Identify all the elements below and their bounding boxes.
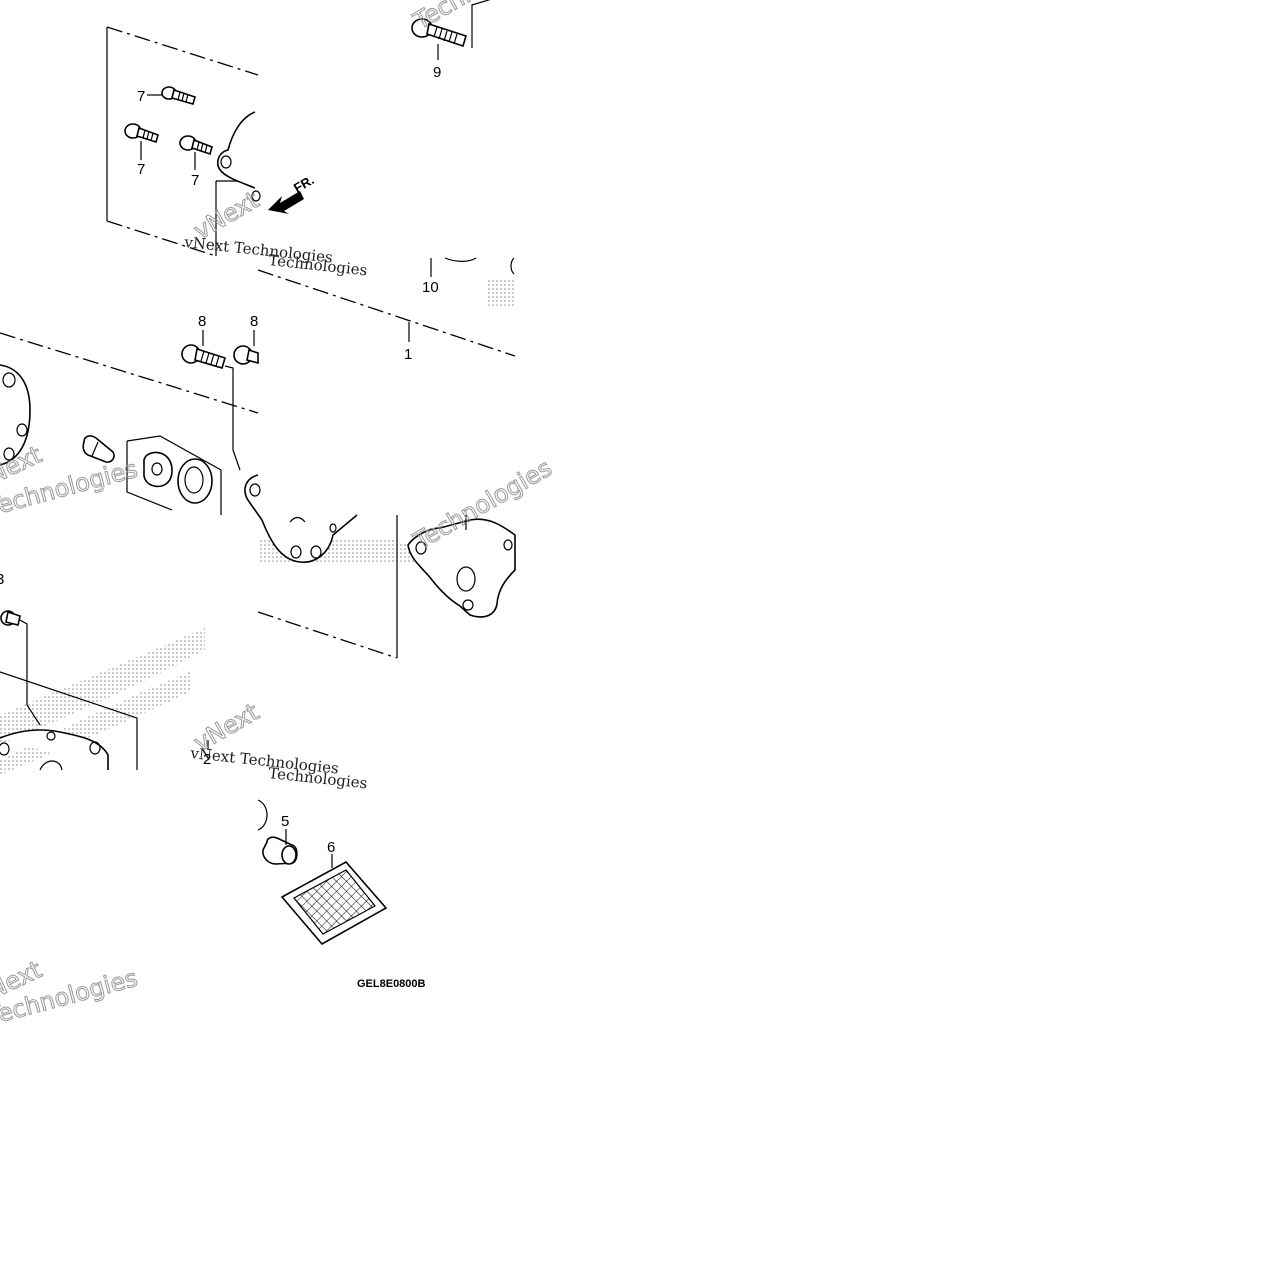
watermark-outline-5: Technologies <box>408 0 556 36</box>
pump-housing-center <box>244 474 358 563</box>
callout-8a: 8 <box>198 313 206 330</box>
bolt-8-b <box>233 330 259 365</box>
callout-7b: 7 <box>137 161 145 178</box>
bolt-8-a <box>181 330 241 471</box>
callout-labels: 7 7 7 9 10 1 8 8 3 2 5 6 GEL8E0800B <box>0 64 441 990</box>
callout-3: 3 <box>0 571 4 588</box>
strainer-housing-fragment <box>0 610 209 771</box>
watermark-text-3: Technologies <box>268 251 369 279</box>
front-direction-arrow: FR. <box>268 172 317 214</box>
bolt-7-top <box>147 86 196 105</box>
callout-1: 1 <box>404 346 412 363</box>
callout-10: 10 <box>422 279 439 296</box>
watermark-outline-7: vNext <box>189 186 264 245</box>
callout-5: 5 <box>281 813 289 830</box>
bolt-9 <box>411 0 491 60</box>
rotor-set-box <box>126 435 222 515</box>
collar-5 <box>257 799 298 865</box>
main-assembly-frame <box>0 269 516 659</box>
callout-8b: 8 <box>250 313 258 330</box>
bolt-7-left <box>124 123 159 160</box>
bolt-7-right <box>179 135 213 170</box>
callout-6: 6 <box>327 839 335 856</box>
pump-body-fragment <box>0 364 31 466</box>
pump-cover-fragment <box>216 111 261 202</box>
diagram-code: GEL8E0800B <box>357 978 426 990</box>
callout-2: 2 <box>203 751 211 768</box>
watermark-text-4: Technologies <box>268 764 369 792</box>
front-direction-label: FR. <box>291 172 317 195</box>
callout-7c: 7 <box>191 172 199 189</box>
callout-9: 9 <box>433 64 441 81</box>
pump-gasket <box>407 515 516 618</box>
pump-shaft <box>82 435 115 463</box>
callout-7a: 7 <box>137 88 145 105</box>
strainer-screen-6 <box>280 854 388 946</box>
